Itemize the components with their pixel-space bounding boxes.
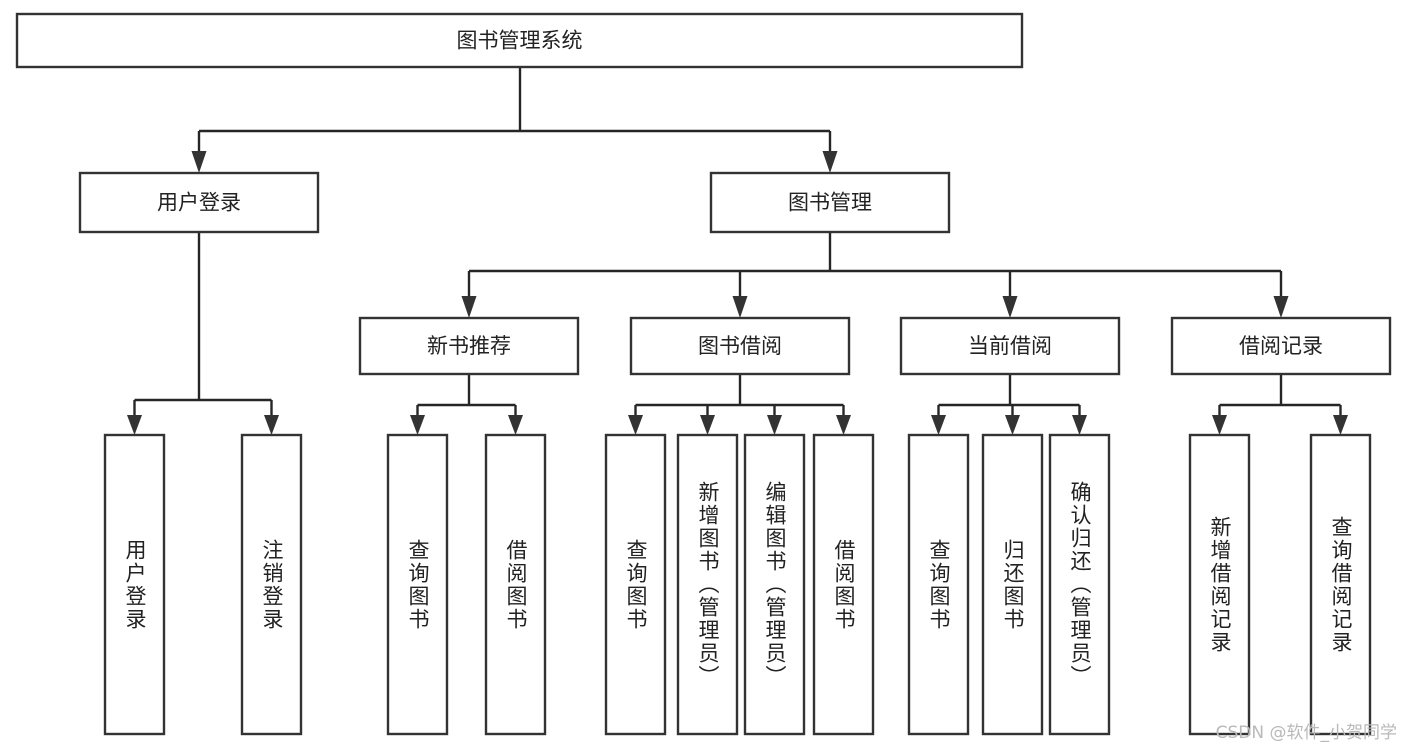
node-level3-2[interactable]	[899, 316, 1121, 376]
arrow-head-icon	[767, 415, 782, 435]
node-level3-0[interactable]	[358, 316, 580, 376]
node-root[interactable]	[15, 12, 1024, 69]
node-leaf-0[interactable]	[103, 433, 166, 736]
node-level3-label-3: 借阅记录	[1239, 334, 1323, 358]
arrow-head-icon	[700, 415, 715, 435]
arrow-head-icon	[127, 415, 142, 435]
arrow-head-icon	[628, 415, 643, 435]
node-leaf-1[interactable]	[240, 433, 303, 736]
node-leaf-9[interactable]	[981, 433, 1044, 736]
node-level2-label-0: 用户登录	[157, 191, 241, 215]
connector-layer	[127, 67, 1348, 435]
node-leaf-11[interactable]	[1188, 433, 1251, 736]
node-leaf-10[interactable]	[1048, 433, 1111, 736]
arrow-head-icon	[410, 415, 425, 435]
node-leaf-6[interactable]	[743, 433, 806, 736]
arrow-head-icon	[732, 296, 748, 318]
arrow-head-icon	[836, 415, 851, 435]
node-leaf-2[interactable]	[386, 433, 449, 736]
node-level3-3[interactable]	[1170, 316, 1392, 376]
node-leaf-3[interactable]	[484, 433, 547, 736]
node-level3-label-2: 当前借阅	[968, 334, 1052, 358]
arrow-head-icon	[822, 151, 838, 173]
node-level2-1[interactable]	[709, 171, 951, 234]
watermark: CSDN @软件_小贺同学	[1215, 723, 1397, 743]
arrow-head-icon	[1005, 415, 1020, 435]
node-leaf-4[interactable]	[604, 433, 667, 736]
node-leaf-7[interactable]	[812, 433, 875, 736]
node-leaf-12[interactable]	[1309, 433, 1372, 736]
node-level3-label-1: 图书借阅	[698, 334, 782, 358]
arrow-head-icon	[1333, 415, 1348, 435]
node-root-label: 图书管理系统	[457, 29, 583, 53]
arrow-head-icon	[1273, 296, 1289, 318]
node-leaf-8[interactable]	[907, 433, 970, 736]
node-level2-0[interactable]	[78, 171, 320, 234]
node-level2-label-1: 图书管理	[788, 191, 872, 215]
node-level3-label-0: 新书推荐	[427, 334, 511, 358]
arrow-head-icon	[191, 151, 207, 173]
arrow-head-icon	[508, 415, 523, 435]
arrow-head-icon	[264, 415, 279, 435]
arrow-head-icon	[1212, 415, 1227, 435]
arrow-head-icon	[1002, 296, 1018, 318]
node-level3-1[interactable]	[629, 316, 851, 376]
box-layer	[15, 12, 1392, 736]
arrow-head-icon	[461, 296, 477, 318]
arrow-head-icon	[1072, 415, 1087, 435]
node-leaf-5[interactable]	[676, 433, 739, 736]
arrow-head-icon	[931, 415, 946, 435]
